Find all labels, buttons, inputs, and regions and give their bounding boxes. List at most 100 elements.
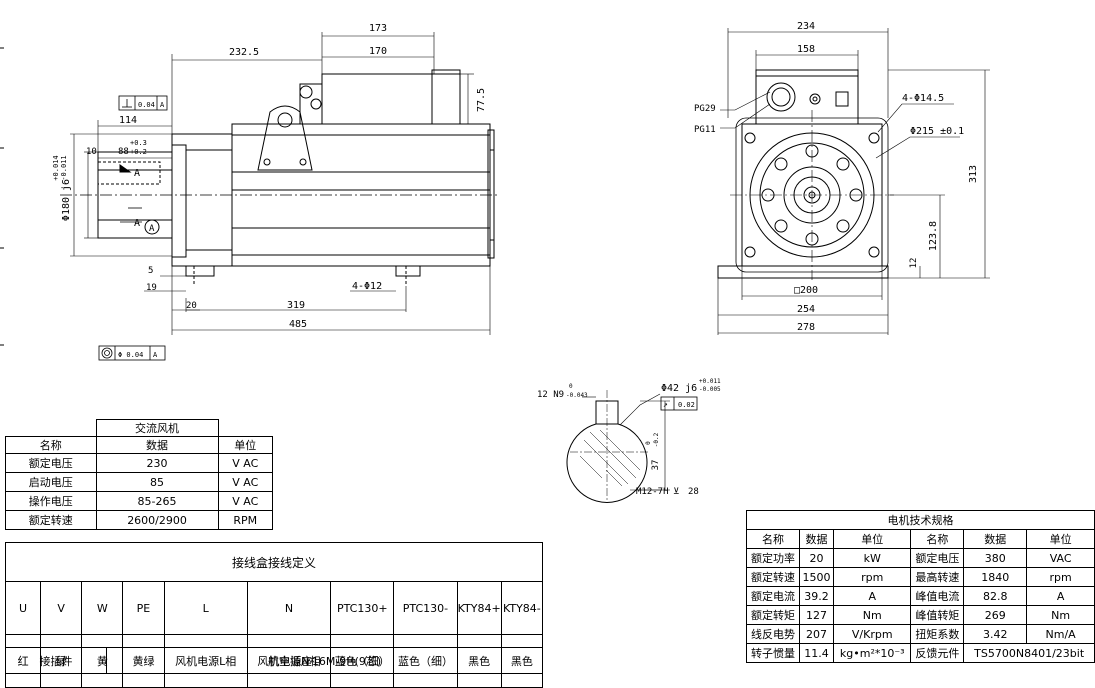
table-cell: 峰值转矩 <box>910 605 965 625</box>
pin-label: PTC130+ <box>330 581 395 635</box>
table-cell: Nm <box>1026 605 1095 625</box>
table-cell: 2600/2900 <box>95 510 219 530</box>
dim-88: 88 <box>118 147 129 157</box>
keyway-depth-tol-up: 0 <box>645 441 652 445</box>
spec-header: 数据 <box>798 529 835 549</box>
table-cell: RPM <box>217 510 274 530</box>
connector-value: 航空插座16M-9H(9芯) <box>106 647 543 674</box>
table-cell: 额定转矩 <box>746 605 800 625</box>
table-cell: A <box>833 586 912 606</box>
dim-232-5: 232.5 <box>229 47 259 58</box>
dim-20: 20 <box>186 301 197 311</box>
table-row: U V W PE L N PTC130+ PTC130- KTY84+ KTY8… <box>4 581 544 635</box>
dim-10: 10 <box>86 147 97 157</box>
pg29-label: PG29 <box>694 104 716 114</box>
key-tol-up: 0 <box>569 383 573 390</box>
engineering-drawing: 173 170 232.5 77.5 114 0.04 A 10 88 +0.3… <box>0 21 990 503</box>
table-row: 额定转速 1500 rpm 最高转速 1840 rpm <box>746 567 1095 587</box>
spec-header: 数据 <box>963 529 1028 549</box>
table-cell: 启动电压 <box>5 472 97 492</box>
table-cell: Nm <box>833 605 912 625</box>
pg11-label: PG11 <box>694 125 716 135</box>
dim-313: 313 <box>968 165 979 183</box>
dim-180-tol-up: +0.014 <box>52 155 60 180</box>
fan-spec-table: 交流风机 名称 数据 单位 额定电压 230 V AC 启动电压 85 V AC… <box>5 419 274 530</box>
table-row: 额定转矩 127 Nm 峰值转矩 269 Nm <box>746 605 1095 625</box>
dim-88-tol-lo: +0.2 <box>130 148 147 156</box>
fan-header-unit: 单位 <box>217 436 274 454</box>
table-cell: 最高转速 <box>910 567 965 587</box>
conc-ref: A <box>153 351 158 359</box>
table-cell: 线反电势 <box>746 624 800 644</box>
table-cell: 额定电流 <box>746 586 800 606</box>
table-cell: kg•m²*10⁻³ <box>833 643 912 663</box>
table-row: 转子惯量 11.4 kg•m²*10⁻³ 反馈元件 TS5700N8401/23… <box>746 643 1095 663</box>
dim-278: 278 <box>797 322 815 333</box>
dim-215: Φ215 ±0.1 <box>910 126 964 137</box>
table-row: 额定电流 39.2 A 峰值电流 82.8 A <box>746 586 1095 606</box>
shaft-dia-tol-up: +0.011 <box>699 378 721 385</box>
dim-170: 170 <box>369 46 387 57</box>
table-cell: rpm <box>1026 567 1095 587</box>
table-cell: 230 <box>95 453 219 473</box>
table-cell: 1840 <box>963 567 1028 587</box>
dim-12: 12 <box>909 258 919 269</box>
table-cell: 额定电压 <box>5 453 97 473</box>
table-cell: 20 <box>798 548 835 568</box>
pin-label: KTY84+ <box>456 581 502 635</box>
table-cell: 269 <box>963 605 1028 625</box>
table-row: 线反电势 207 V/Krpm 扭矩系数 3.42 Nm/A <box>746 624 1095 644</box>
table-cell: 反馈元件 <box>910 643 965 663</box>
table-row: 接插件 航空插座16M-9H(9芯) <box>5 647 543 674</box>
table-cell: 11.4 <box>798 643 835 663</box>
dim-173: 173 <box>369 23 387 34</box>
datum-a: A <box>149 224 155 234</box>
table-cell: 1500 <box>798 567 835 587</box>
runout-icon: ↗ <box>663 400 668 409</box>
spec-header: 名称 <box>746 529 800 549</box>
pin-label: KTY84- <box>500 581 544 635</box>
table-cell: V AC <box>217 491 274 511</box>
spec-header: 名称 <box>910 529 965 549</box>
dim-88-tol-up: +0.3 <box>130 139 147 147</box>
table-cell: V/Krpm <box>833 624 912 644</box>
pin-label: V <box>40 581 83 635</box>
dim-200: □200 <box>794 285 818 296</box>
table-cell: V AC <box>217 453 274 473</box>
table-row: 启动电压 85 V AC <box>5 472 274 492</box>
key-width: 12 N9 <box>537 390 564 400</box>
motor-spec-table: 电机技术规格 名称 数据 单位 名称 数据 单位 额定功率 20 kW 额定电压… <box>746 510 1095 663</box>
shaft-dia-tol-lo: -0.005 <box>699 386 721 393</box>
table-cell: 127 <box>798 605 835 625</box>
perp-ref: A <box>160 101 165 109</box>
pin-label: PTC130- <box>393 581 458 635</box>
table-cell: A <box>1026 586 1095 606</box>
dim-180: Φ180 j6 <box>61 179 72 221</box>
side-holes: 4-Φ14.5 <box>902 93 944 104</box>
table-cell: 82.8 <box>963 586 1028 606</box>
dim-234: 234 <box>797 21 815 32</box>
pin-label: U <box>4 581 42 635</box>
table-cell: rpm <box>833 567 912 587</box>
table-cell: 操作电压 <box>5 491 97 511</box>
table-cell: TS5700N8401/23bit <box>963 643 1095 663</box>
key-tol-lo: -0.043 <box>566 392 588 399</box>
perp-value: 0.04 <box>138 101 155 109</box>
table-cell: 额定功率 <box>746 548 800 568</box>
label-a-bottom: A <box>134 218 140 229</box>
thread-spec: M12-7H <box>636 487 669 497</box>
table-cell: 峰值电流 <box>910 586 965 606</box>
table-cell: 85 <box>95 472 219 492</box>
thread-depth: 28 <box>688 487 699 497</box>
table-row: 额定功率 20 kW 额定电压 380 VAC <box>746 548 1095 568</box>
table-cell: kW <box>833 548 912 568</box>
dim-114: 114 <box>119 115 137 126</box>
table-row: 额定电压 230 V AC <box>5 453 274 473</box>
dim-319: 319 <box>287 300 305 311</box>
table-cell: 207 <box>798 624 835 644</box>
dim-5: 5 <box>148 266 153 276</box>
conc-value: Φ 0.04 <box>118 351 143 359</box>
fan-header-value: 数据 <box>95 436 219 454</box>
table-cell: V AC <box>217 472 274 492</box>
table-cell: 转子惯量 <box>746 643 800 663</box>
